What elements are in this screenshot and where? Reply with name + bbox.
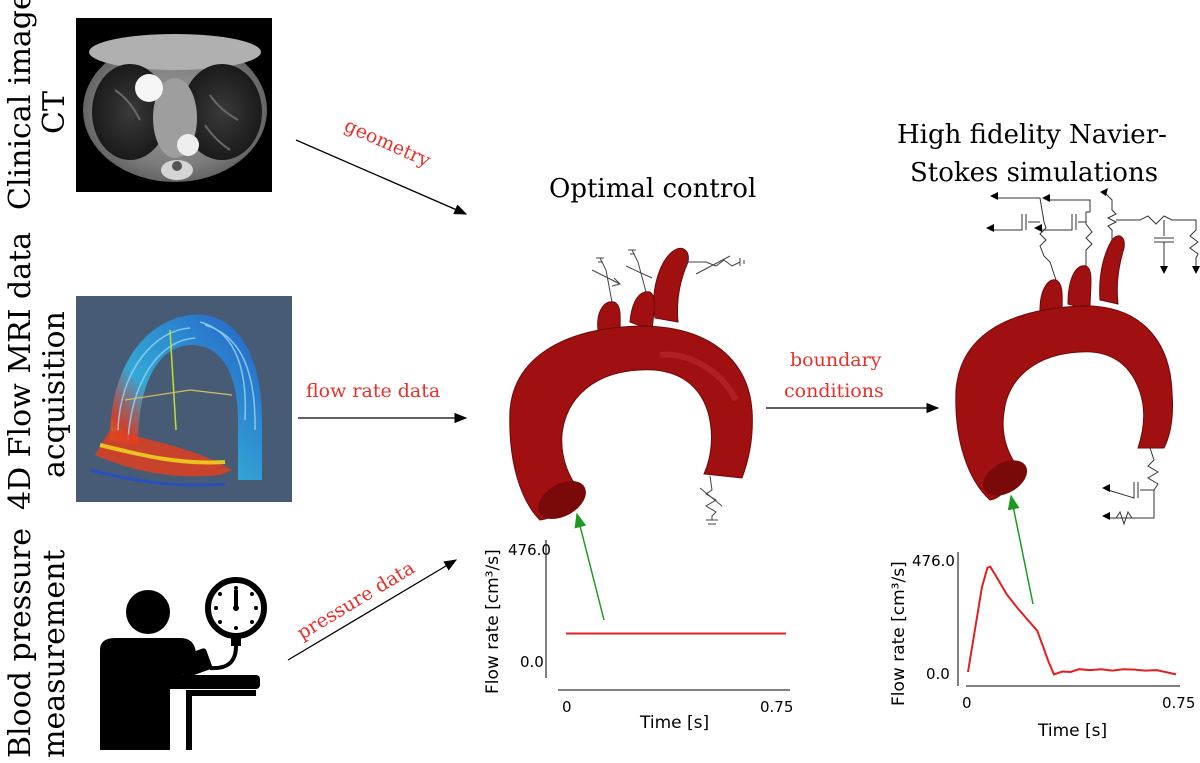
ct-image: [76, 18, 272, 192]
label-blood-pressure: Blood pressure: [3, 528, 38, 758]
flow-rate-data-label: flow rate data: [306, 380, 440, 402]
hifi-title-line2: Stokes simulations: [910, 158, 1158, 188]
chart1-ytick-max: 476.0: [912, 552, 955, 570]
optimal-control-title: Optimal control: [549, 174, 756, 204]
mri-flow-image: [76, 296, 292, 502]
chart0-ytick-max: 476.0: [508, 541, 551, 559]
chart0-xlabel: Time [s]: [639, 713, 709, 733]
boundary-label-line2: conditions: [784, 380, 884, 402]
aorta-model-high-fidelity: [955, 188, 1200, 526]
geometry-arrow: [295, 139, 468, 215]
flow-chart-pulsatile: 476.0 0.0 0 0.75 Time [s] Flow rate [cm³…: [889, 552, 1195, 741]
pressure-arrow: [287, 559, 458, 661]
label-ct: CT: [37, 91, 72, 134]
geometry-label: geometry: [341, 114, 434, 171]
chart1-ytick-min: 0.0: [926, 665, 950, 683]
chart1-xlabel: Time [s]: [1037, 721, 1107, 741]
aorta-model-optimal-control: [509, 247, 753, 525]
chart0-xtick-max: 0.75: [760, 698, 793, 716]
blood-pressure-pictogram: [100, 577, 267, 750]
boundary-label-line1: boundary: [790, 349, 882, 371]
chart1-ylabel: Flow rate [cm³/s]: [889, 561, 909, 706]
green-arrow-right: [1007, 494, 1034, 605]
label-acquisition: acquisition: [37, 311, 72, 478]
flow-chart-constant: 476.0 0.0 0 0.75 Time [s] Flow rate [cm³…: [483, 540, 793, 733]
chart0-ytick-min: 0.0: [520, 653, 544, 671]
flow-rate-series-line: [967, 565, 1177, 676]
label-measurement: measurement: [37, 550, 72, 758]
green-arrow-middle: [574, 512, 605, 621]
chart1-xtick-min: 0: [962, 694, 972, 712]
pressure-data-label: pressure data: [293, 557, 418, 644]
chart0-xtick-min: 0: [562, 698, 572, 716]
label-clinical-image: Clinical image:: [3, 0, 38, 210]
chart0-ylabel: Flow rate [cm³/s]: [483, 549, 503, 694]
chart1-xtick-max: 0.75: [1162, 694, 1195, 712]
hifi-title-line1: High fidelity Navier-: [897, 120, 1167, 150]
label-4d-flow-mri: 4D Flow MRI data: [3, 232, 38, 510]
